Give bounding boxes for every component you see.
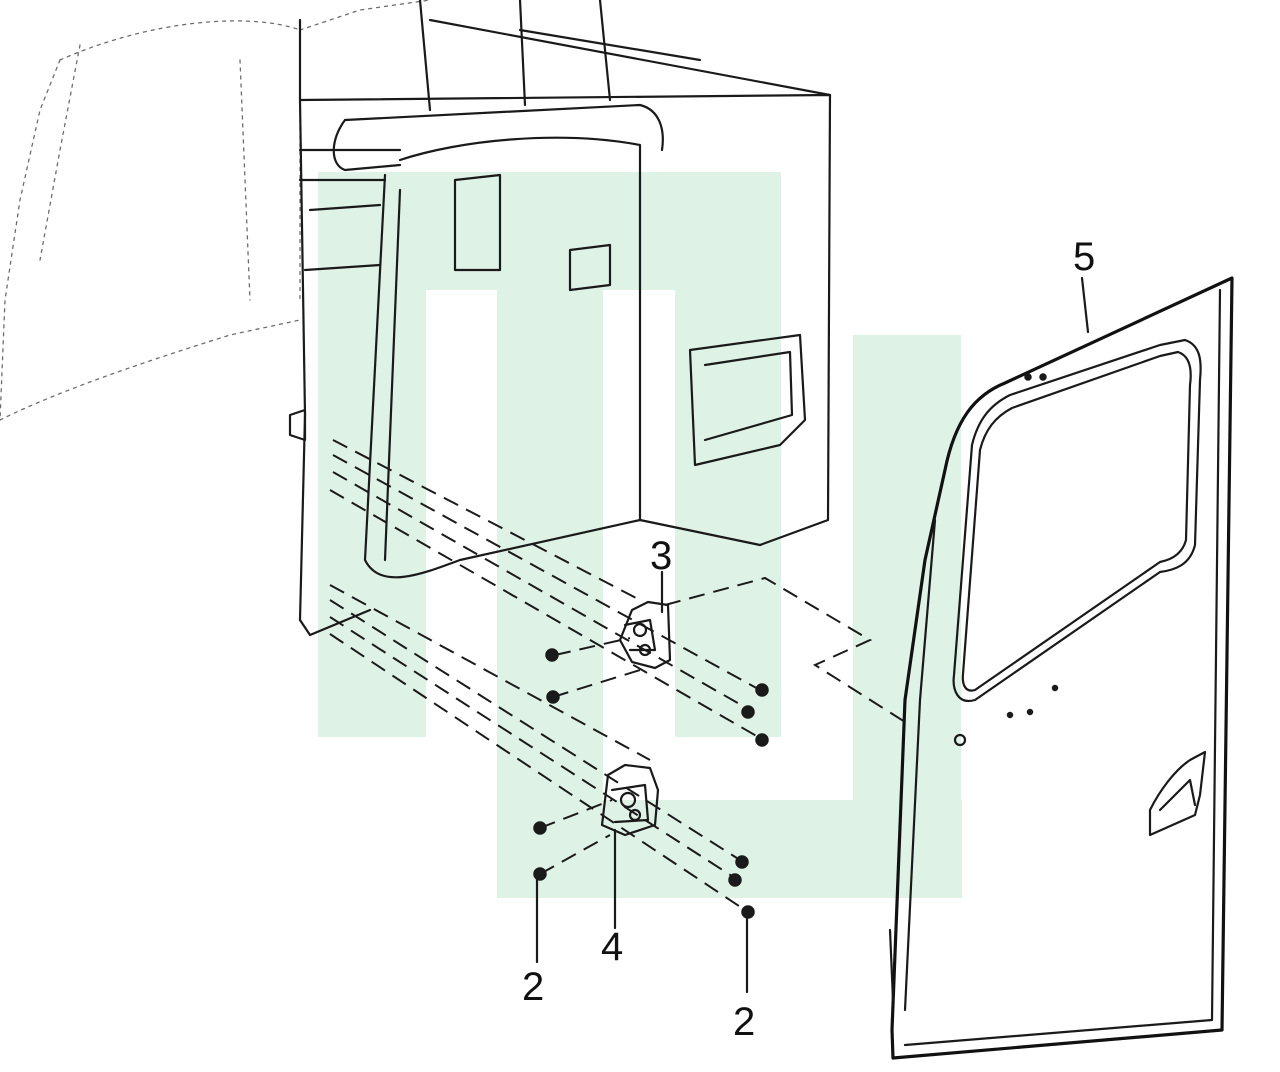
leader-lines [535, 276, 1090, 994]
callout-2-right: 2 [733, 1000, 755, 1044]
callout-5: 5 [1073, 235, 1095, 279]
bolts [533, 648, 769, 919]
rear-door-panel [888, 276, 1234, 1060]
callout-3: 3 [650, 534, 672, 578]
cab-outline-faint [0, 0, 431, 421]
callout-2-left: 2 [522, 965, 544, 1009]
lower-hinge [600, 763, 660, 837]
upper-hinge [618, 600, 672, 670]
callout-4: 4 [601, 925, 623, 969]
cab-body-frame [288, 0, 832, 637]
alignment-lines [329, 439, 906, 913]
callouts: 5 3 4 2 2 [522, 235, 1095, 1044]
